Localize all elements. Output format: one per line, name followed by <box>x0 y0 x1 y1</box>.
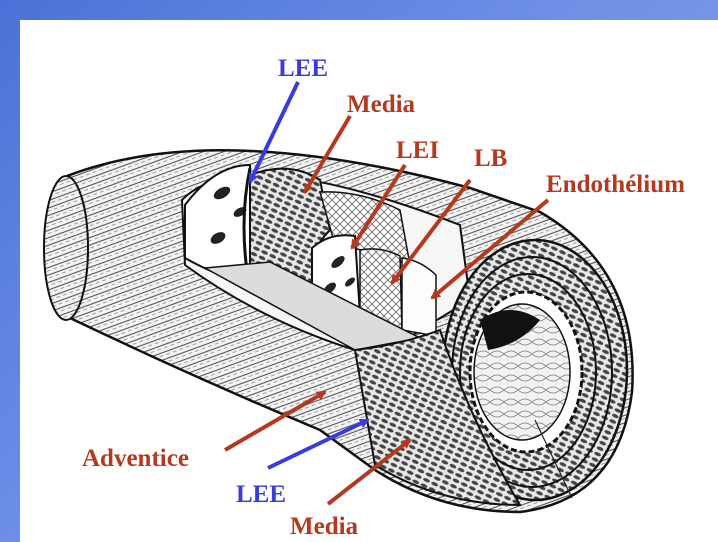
label-lee-top: LEE <box>278 55 328 82</box>
label-media-bottom: Media <box>290 513 359 540</box>
label-lei: LEI <box>396 137 439 164</box>
label-endothelium: Endothélium <box>546 171 685 198</box>
label-media-top: Media <box>347 91 416 118</box>
label-adventice: Adventice <box>82 445 189 472</box>
diagram-panel: LEE Media LEI LB Endothélium Adventice L… <box>20 20 718 542</box>
label-lb: LB <box>474 145 507 172</box>
artery-cross-section-diagram: LEE Media LEI LB Endothélium Adventice L… <box>20 20 718 542</box>
tube-left-end <box>44 176 88 320</box>
endothelium-band <box>402 258 436 336</box>
label-lee-bottom: LEE <box>236 481 286 508</box>
